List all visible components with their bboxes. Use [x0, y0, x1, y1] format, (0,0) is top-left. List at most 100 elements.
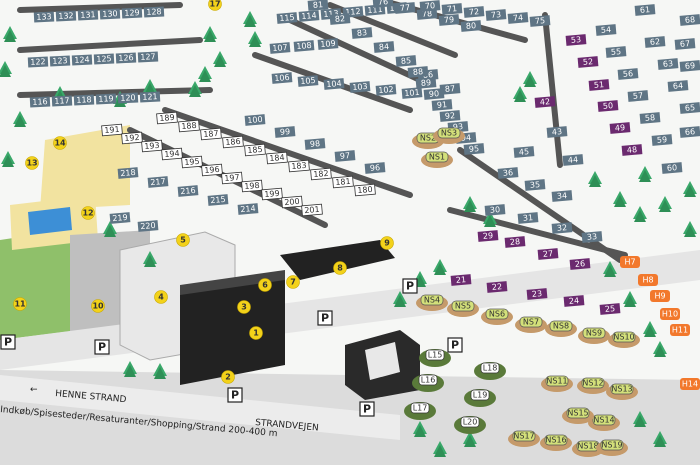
pitch-220[interactable]: 220 — [137, 220, 159, 232]
pitch-107[interactable]: 107 — [269, 42, 291, 54]
pitch-115[interactable]: 115 — [276, 12, 298, 24]
facility-4[interactable]: 4 — [154, 290, 168, 304]
pitch-130[interactable]: 130 — [99, 8, 121, 20]
pitch-35[interactable]: 35 — [524, 179, 546, 191]
cottage-H7[interactable]: H7 — [620, 256, 640, 268]
pitch-73[interactable]: 73 — [485, 9, 507, 21]
pitch-184[interactable]: 184 — [266, 151, 288, 165]
facility-7[interactable]: 7 — [286, 275, 300, 289]
pitch-42[interactable]: 42 — [534, 96, 556, 108]
pitch-29[interactable]: 29 — [477, 230, 499, 242]
lodge-L17[interactable]: L17 — [404, 402, 436, 420]
pitch-58[interactable]: 58 — [639, 112, 661, 124]
pitch-182[interactable]: 182 — [310, 167, 332, 181]
pitch-80[interactable]: 80 — [460, 20, 482, 32]
pitch-100[interactable]: 100 — [244, 114, 266, 126]
pitch-79[interactable]: 79 — [438, 14, 460, 26]
pitch-88[interactable]: 88 — [407, 66, 429, 78]
hut-NS8[interactable]: NS8 — [545, 320, 577, 337]
pitch-200[interactable]: 200 — [281, 195, 303, 209]
hut-NS9[interactable]: NS9 — [578, 327, 610, 344]
pitch-54[interactable]: 54 — [595, 24, 617, 36]
facility-14[interactable]: 14 — [53, 136, 67, 150]
pitch-22[interactable]: 22 — [486, 281, 508, 293]
pitch-98[interactable]: 98 — [304, 138, 326, 150]
pitch-91[interactable]: 91 — [431, 99, 453, 111]
pitch-118[interactable]: 118 — [73, 94, 95, 106]
pitch-186[interactable]: 186 — [222, 135, 244, 149]
pitch-133[interactable]: 133 — [33, 11, 55, 23]
pitch-181[interactable]: 181 — [332, 175, 354, 189]
pitch-64[interactable]: 64 — [667, 80, 689, 92]
cottage-H8[interactable]: H8 — [638, 274, 658, 286]
pitch-187[interactable]: 187 — [200, 127, 222, 141]
pitch-57[interactable]: 57 — [627, 90, 649, 102]
pitch-33[interactable]: 33 — [581, 231, 603, 243]
pitch-108[interactable]: 108 — [293, 40, 315, 52]
pitch-99[interactable]: 99 — [274, 126, 296, 138]
pitch-72[interactable]: 72 — [463, 6, 485, 18]
pitch-201[interactable]: 201 — [301, 203, 323, 217]
hut-NS10[interactable]: NS10 — [608, 331, 640, 348]
pitch-218[interactable]: 218 — [117, 167, 139, 179]
hut-NS6[interactable]: NS6 — [481, 308, 513, 325]
pitch-50[interactable]: 50 — [597, 100, 619, 112]
pitch-89[interactable]: 89 — [415, 77, 437, 89]
lodge-L20[interactable]: L20 — [454, 416, 486, 434]
facility-5[interactable]: 5 — [176, 233, 190, 247]
pitch-68[interactable]: 68 — [679, 14, 700, 26]
pitch-51[interactable]: 51 — [588, 79, 610, 91]
lodge-L19[interactable]: L19 — [464, 389, 496, 407]
pitch-219[interactable]: 219 — [109, 212, 131, 224]
hut-NS12[interactable]: NS12 — [577, 377, 609, 394]
pitch-77[interactable]: 77 — [394, 2, 416, 14]
hut-NS5[interactable]: NS5 — [447, 300, 479, 317]
cottage-H14[interactable]: H14 — [680, 378, 700, 390]
pitch-81[interactable]: 81 — [307, 0, 329, 11]
pitch-216[interactable]: 216 — [177, 185, 199, 197]
pitch-55[interactable]: 55 — [605, 46, 627, 58]
hut-NS19[interactable]: NS19 — [596, 439, 628, 456]
facility-13[interactable]: 13 — [25, 156, 39, 170]
hut-NS18[interactable]: NS18 — [572, 440, 604, 457]
pitch-117[interactable]: 117 — [51, 95, 73, 107]
pitch-198[interactable]: 198 — [241, 179, 263, 193]
pitch-48[interactable]: 48 — [621, 144, 643, 156]
pitch-122[interactable]: 122 — [27, 56, 49, 68]
hut-NS1[interactable]: NS1 — [421, 151, 453, 168]
facility-3[interactable]: 3 — [237, 300, 251, 314]
pitch-185[interactable]: 185 — [244, 143, 266, 157]
pitch-84[interactable]: 84 — [373, 41, 395, 53]
pitch-92[interactable]: 92 — [439, 110, 461, 122]
pitch-62[interactable]: 62 — [644, 36, 666, 48]
pitch-70[interactable]: 70 — [419, 0, 441, 12]
pitch-71[interactable]: 71 — [441, 3, 463, 15]
pitch-101[interactable]: 101 — [401, 87, 423, 99]
facility-6[interactable]: 6 — [258, 278, 272, 292]
facility-11[interactable]: 11 — [13, 297, 27, 311]
hut-NS16[interactable]: NS16 — [540, 434, 572, 451]
pitch-67[interactable]: 67 — [674, 38, 696, 50]
pitch-193[interactable]: 193 — [141, 139, 163, 153]
facility-2[interactable]: 2 — [221, 370, 235, 384]
pitch-120[interactable]: 120 — [117, 92, 139, 104]
facility-12[interactable]: 12 — [81, 206, 95, 220]
pitch-87[interactable]: 87 — [439, 83, 461, 95]
pitch-127[interactable]: 127 — [137, 51, 159, 63]
pitch-63[interactable]: 63 — [657, 58, 679, 70]
pitch-56[interactable]: 56 — [617, 68, 639, 80]
pitch-180[interactable]: 180 — [354, 183, 376, 197]
pitch-125[interactable]: 125 — [93, 53, 115, 65]
pitch-126[interactable]: 126 — [115, 52, 137, 64]
pitch-28[interactable]: 28 — [504, 236, 526, 248]
pitch-49[interactable]: 49 — [609, 122, 631, 134]
pitch-192[interactable]: 192 — [121, 131, 143, 145]
pitch-85[interactable]: 85 — [395, 55, 417, 67]
pitch-103[interactable]: 103 — [349, 81, 371, 93]
pitch-21[interactable]: 21 — [450, 274, 472, 286]
pitch-132[interactable]: 132 — [55, 10, 77, 22]
pitch-123[interactable]: 123 — [49, 55, 71, 67]
pitch-106[interactable]: 106 — [271, 72, 293, 84]
pitch-215[interactable]: 215 — [207, 194, 229, 206]
lodge-L18[interactable]: L18 — [474, 362, 506, 380]
